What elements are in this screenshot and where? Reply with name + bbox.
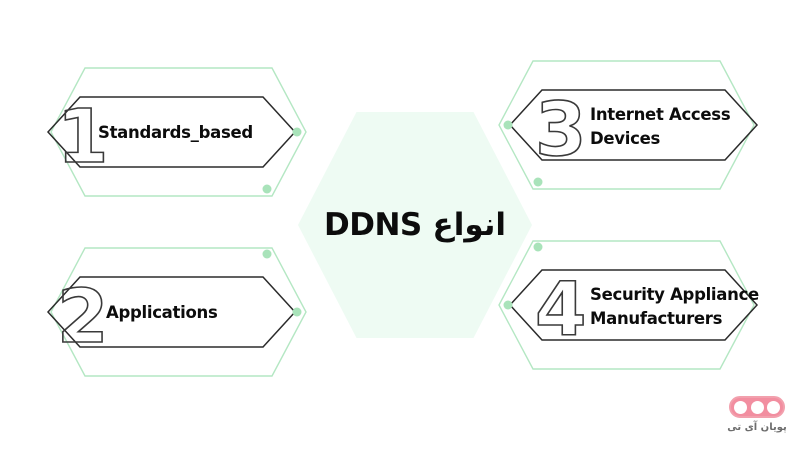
card-applications[interactable]: 2 Applications (10, 242, 310, 382)
card-1-graphics (46, 67, 307, 197)
brand-logo[interactable]: پویان آی تی (722, 396, 792, 442)
logo-dot-1 (734, 400, 748, 414)
card-4-dot-top (533, 242, 543, 252)
card-2-green-hexagon (50, 247, 307, 377)
card-internet-access-devices[interactable]: 3 Internet Access Devices (495, 55, 795, 195)
card-standards-based[interactable]: 1 Standards_based (10, 62, 310, 202)
card-1-number: 1 (56, 94, 109, 180)
card-2-dot-right (292, 307, 302, 317)
card-1-label: Standards_based (98, 123, 253, 142)
center-title-text: انواع DDNS (323, 207, 507, 243)
card-2-dark-hexagon (46, 276, 297, 348)
card-3-graphics (498, 60, 759, 190)
card-3-green-hexagon (498, 60, 755, 190)
logo-dot-2 (750, 400, 764, 414)
logo-dot-3 (766, 400, 780, 414)
card-1-dot-bottom (262, 184, 272, 194)
center-hexagon-fill (298, 112, 532, 338)
card-3-label: Internet Access Devices (590, 105, 731, 148)
card-2-graphics (46, 247, 307, 377)
card-4-dot-left (503, 300, 513, 310)
logo-circles-icon (729, 396, 785, 418)
card-4-label: Security Appliance Manufacturers (590, 285, 759, 328)
card-4-number: 4 (534, 267, 587, 353)
card-security-appliance-manufacturers[interactable]: 4 Security Appliance Manufacturers (495, 235, 795, 375)
card-1-green-hexagon (50, 67, 307, 197)
logo-text: پویان آی تی (727, 422, 787, 433)
card-4-green-hexagon (498, 240, 755, 370)
card-1-dot-right (292, 127, 302, 137)
card-3-dot-bottom (533, 177, 543, 187)
card-2-dot-top (262, 249, 272, 259)
page-title: انواع DDNS (298, 108, 532, 342)
card-3-dot-left (503, 120, 513, 130)
card-4-graphics (498, 240, 759, 370)
card-2-label: Applications (106, 303, 218, 322)
card-2-number: 2 (56, 274, 109, 360)
card-3-number: 3 (534, 87, 587, 173)
card-1-dark-hexagon (46, 96, 297, 168)
center-hexagon (298, 108, 532, 342)
